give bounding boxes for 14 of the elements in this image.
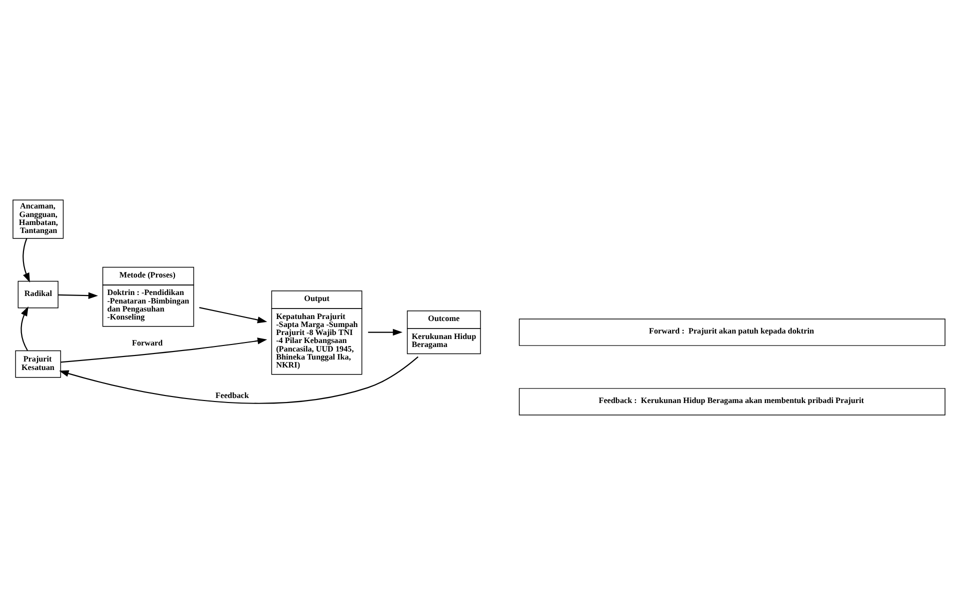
arrow <box>199 306 268 323</box>
arrow <box>59 356 418 404</box>
arrow <box>20 306 28 350</box>
node-box: Forward : Prajurit akan patuh kepada doktrin <box>518 318 946 346</box>
node-box: Prajurit Kesatuan <box>15 350 62 378</box>
edge-label: Feedback <box>216 390 249 400</box>
node-box: Radikal <box>18 280 58 308</box>
arrow <box>58 292 98 298</box>
arrow <box>368 328 402 336</box>
arrow <box>22 238 30 282</box>
edge-label: Forward <box>132 338 163 347</box>
node-box: Ancaman, Gangguan, Hambatan, Tantangan <box>12 199 64 238</box>
arrow <box>60 337 268 362</box>
node-box: Feedback : Kerukunan Hidup Beragama akan membentuk pribadi Prajurit <box>518 388 946 415</box>
